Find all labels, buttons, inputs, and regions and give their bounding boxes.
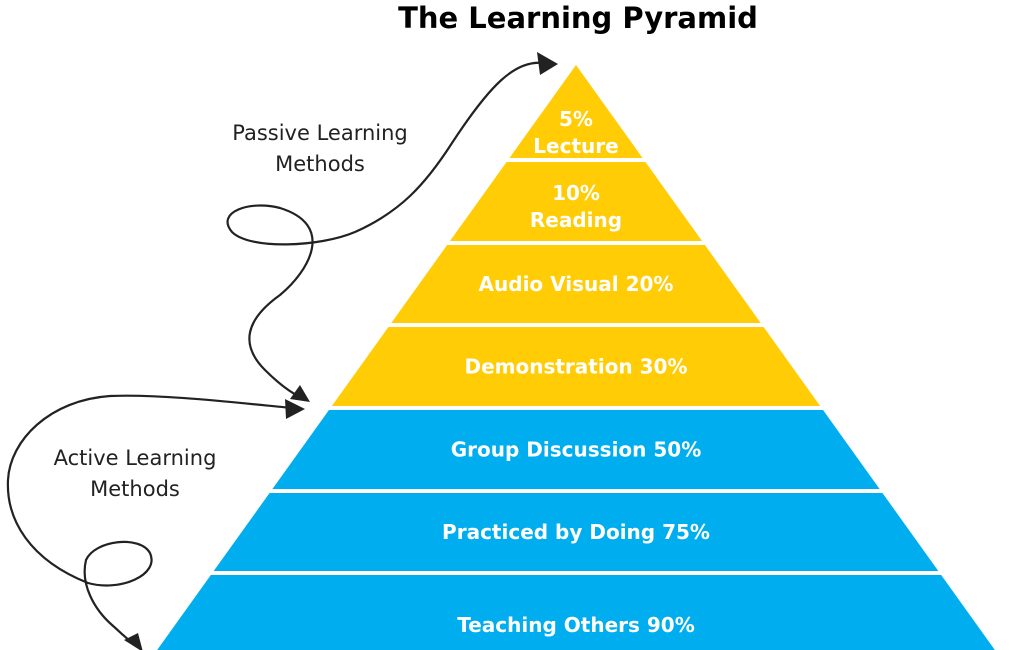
pyramid-layer-2 bbox=[449, 162, 703, 241]
layer-label: Teaching Others 90% bbox=[457, 613, 694, 637]
pyramid-layer-4 bbox=[331, 327, 821, 406]
pyramid-layer-3 bbox=[391, 245, 761, 323]
pyramid-layer-1 bbox=[509, 65, 643, 158]
active-arrowhead-bottom-icon bbox=[124, 633, 143, 650]
active-learning-label: Active Learning Methods bbox=[20, 443, 250, 505]
active-arrow-curve bbox=[6, 394, 293, 645]
layer-label: 5% bbox=[559, 107, 593, 131]
passive-label-line2: Methods bbox=[275, 152, 365, 176]
pyramid-layer-6 bbox=[213, 493, 939, 571]
layer-label: Lecture bbox=[533, 134, 618, 158]
diagram-title: The Learning Pyramid bbox=[398, 1, 758, 35]
layer-label: Reading bbox=[530, 208, 622, 232]
active-arrowhead-icon bbox=[285, 399, 305, 419]
pyramid-layer-5 bbox=[272, 410, 880, 489]
layer-label: 10% bbox=[552, 181, 600, 205]
passive-arrowhead-mid-icon bbox=[290, 385, 310, 402]
layer-label: Demonstration 30% bbox=[464, 355, 687, 379]
passive-label-line1: Passive Learning bbox=[232, 121, 408, 145]
active-label-line2: Methods bbox=[90, 477, 180, 501]
passive-arrowhead-icon bbox=[537, 52, 558, 75]
passive-learning-label: Passive Learning Methods bbox=[205, 118, 435, 180]
pyramid-layer-7 bbox=[157, 575, 995, 650]
layer-label: Audio Visual 20% bbox=[479, 272, 674, 296]
active-label-line1: Active Learning bbox=[53, 446, 217, 470]
passive-arrow-curve bbox=[226, 61, 544, 398]
layer-label: Practiced by Doing 75% bbox=[442, 520, 710, 544]
layer-label: Group Discussion 50% bbox=[451, 438, 701, 462]
